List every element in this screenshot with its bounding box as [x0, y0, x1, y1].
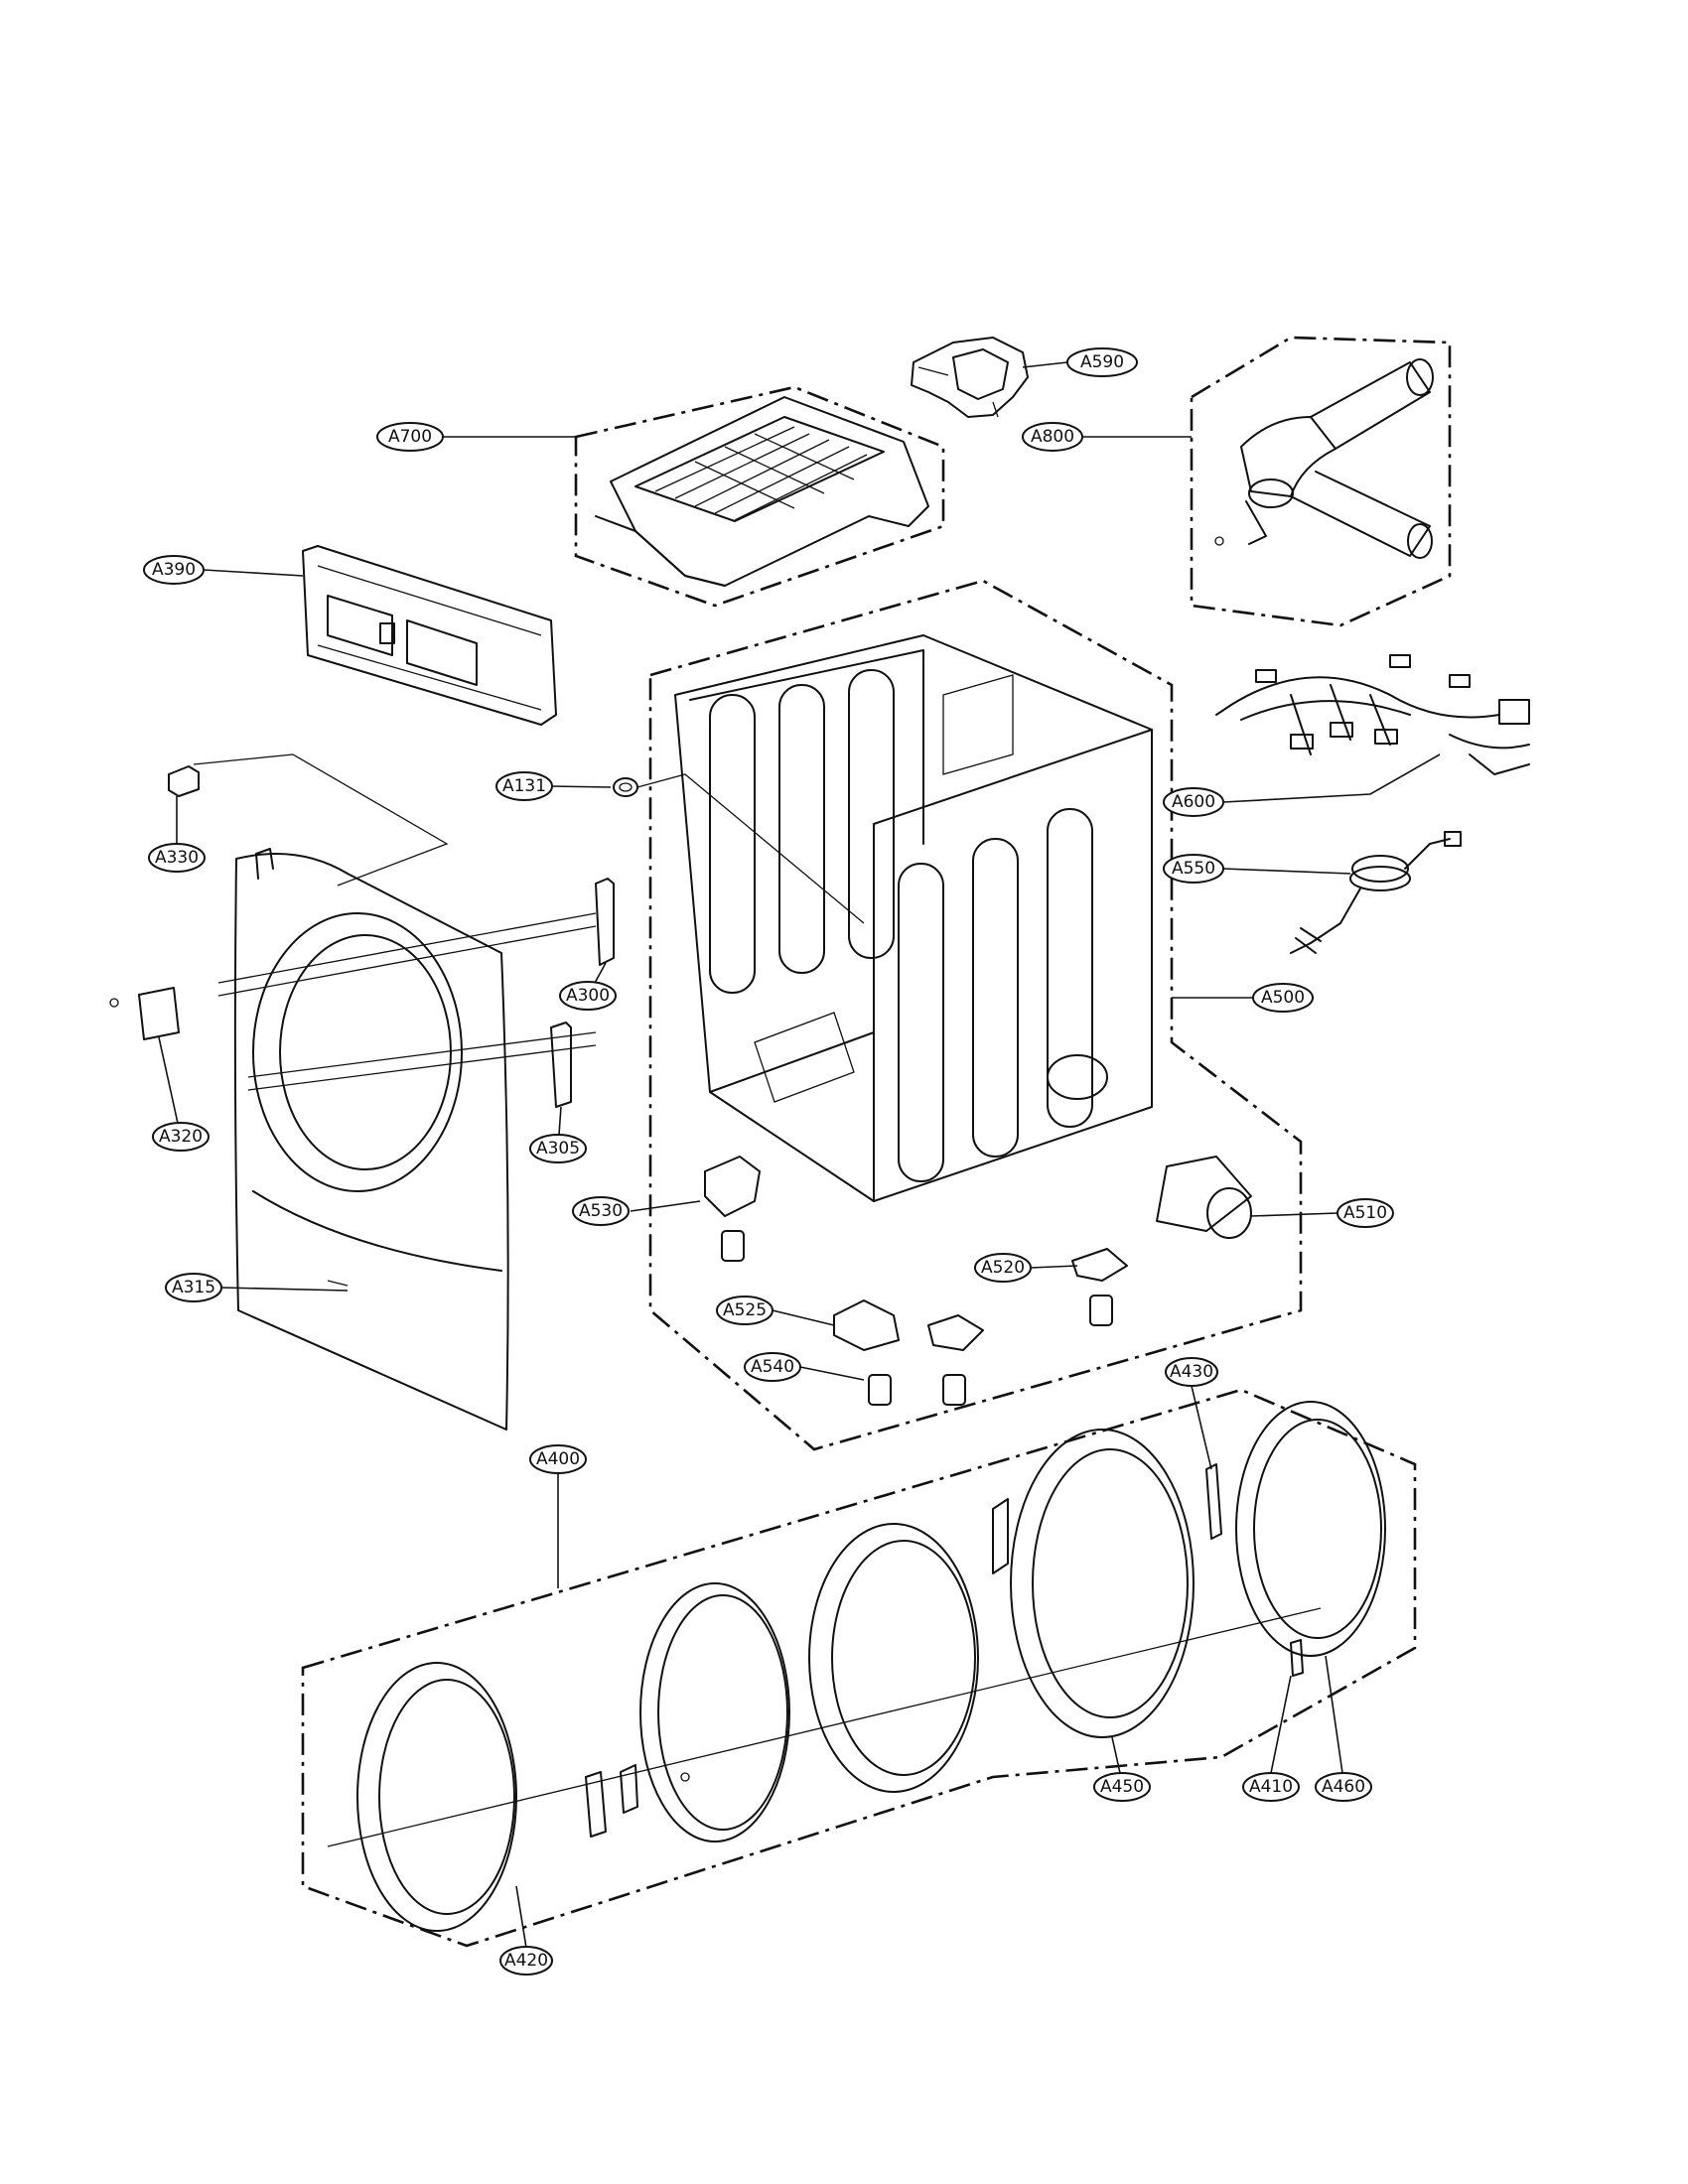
group-outline-a700 — [574, 385, 945, 608]
callout-a510: A510 — [1336, 1198, 1394, 1228]
callout-a410: A410 — [1242, 1772, 1300, 1802]
label-a600: A600 — [1172, 792, 1215, 812]
label-a590: A590 — [1080, 352, 1124, 372]
callout-a315: A315 — [165, 1273, 222, 1302]
callout-a305: A305 — [529, 1134, 587, 1163]
part-a550-power-cord — [1290, 831, 1462, 954]
label-a410: A410 — [1249, 1777, 1293, 1797]
callout-a600: A600 — [1163, 787, 1224, 817]
label-a390: A390 — [152, 560, 196, 580]
label-a400: A400 — [536, 1449, 580, 1469]
label-a430: A430 — [1170, 1362, 1213, 1382]
label-a460: A460 — [1322, 1777, 1365, 1797]
label-a700: A700 — [388, 427, 432, 447]
label-a530: A530 — [579, 1201, 623, 1221]
part-leg-brackets — [704, 1156, 1128, 1406]
group-outlines — [301, 336, 1452, 1948]
part-a800-duct — [1214, 358, 1434, 559]
callout-a390: A390 — [143, 555, 205, 585]
label-a131: A131 — [502, 776, 546, 796]
label-a510: A510 — [1343, 1203, 1387, 1223]
group-outline-a400 — [301, 1388, 1417, 1948]
callout-a700: A700 — [376, 422, 444, 452]
label-a450: A450 — [1100, 1777, 1144, 1797]
group-outline-a500 — [648, 579, 1303, 1451]
callout-a300: A300 — [559, 981, 617, 1011]
part-a700-rack — [595, 396, 929, 587]
callout-a460: A460 — [1315, 1772, 1372, 1802]
part-a510-pipe — [1156, 1156, 1252, 1239]
part-a330-bracket — [168, 753, 449, 887]
label-a800: A800 — [1031, 427, 1074, 447]
label-a300: A300 — [566, 986, 610, 1006]
callout-a520: A520 — [974, 1253, 1032, 1283]
label-a420: A420 — [504, 1951, 548, 1971]
callout-a525: A525 — [716, 1296, 774, 1325]
callout-a530: A530 — [572, 1196, 630, 1226]
callout-a131: A131 — [495, 771, 553, 801]
callout-a590: A590 — [1066, 347, 1138, 377]
label-a320: A320 — [159, 1127, 203, 1147]
part-a500-cabinet — [674, 634, 1153, 1202]
part-a390-panel — [302, 545, 557, 726]
group-outline-a800 — [1190, 336, 1452, 627]
label-a525: A525 — [723, 1300, 767, 1320]
part-a600-harness — [1215, 654, 1530, 775]
label-a305: A305 — [536, 1139, 580, 1159]
label-a520: A520 — [981, 1258, 1025, 1278]
callout-a500: A500 — [1252, 983, 1314, 1013]
part-a590-bracket — [911, 337, 1029, 418]
label-a330: A330 — [155, 848, 199, 868]
label-a500: A500 — [1261, 988, 1305, 1008]
label-a550: A550 — [1172, 859, 1215, 879]
callout-a400: A400 — [529, 1444, 587, 1474]
callout-a450: A450 — [1093, 1772, 1151, 1802]
part-a131-grommet — [613, 773, 865, 924]
part-a400-door — [327, 1401, 1386, 1932]
callout-a430: A430 — [1165, 1357, 1218, 1387]
leader-lines — [158, 361, 1441, 1949]
label-a540: A540 — [751, 1357, 794, 1377]
callout-a420: A420 — [499, 1946, 553, 1976]
label-a315: A315 — [172, 1278, 215, 1297]
callout-a540: A540 — [744, 1352, 801, 1382]
part-a300-a305-hinges — [109, 878, 615, 1108]
callout-a550: A550 — [1163, 854, 1224, 884]
part-a315-front-panel — [233, 848, 509, 1431]
callout-a330: A330 — [148, 843, 206, 873]
callout-a320: A320 — [152, 1122, 210, 1152]
callout-a800: A800 — [1022, 422, 1083, 452]
